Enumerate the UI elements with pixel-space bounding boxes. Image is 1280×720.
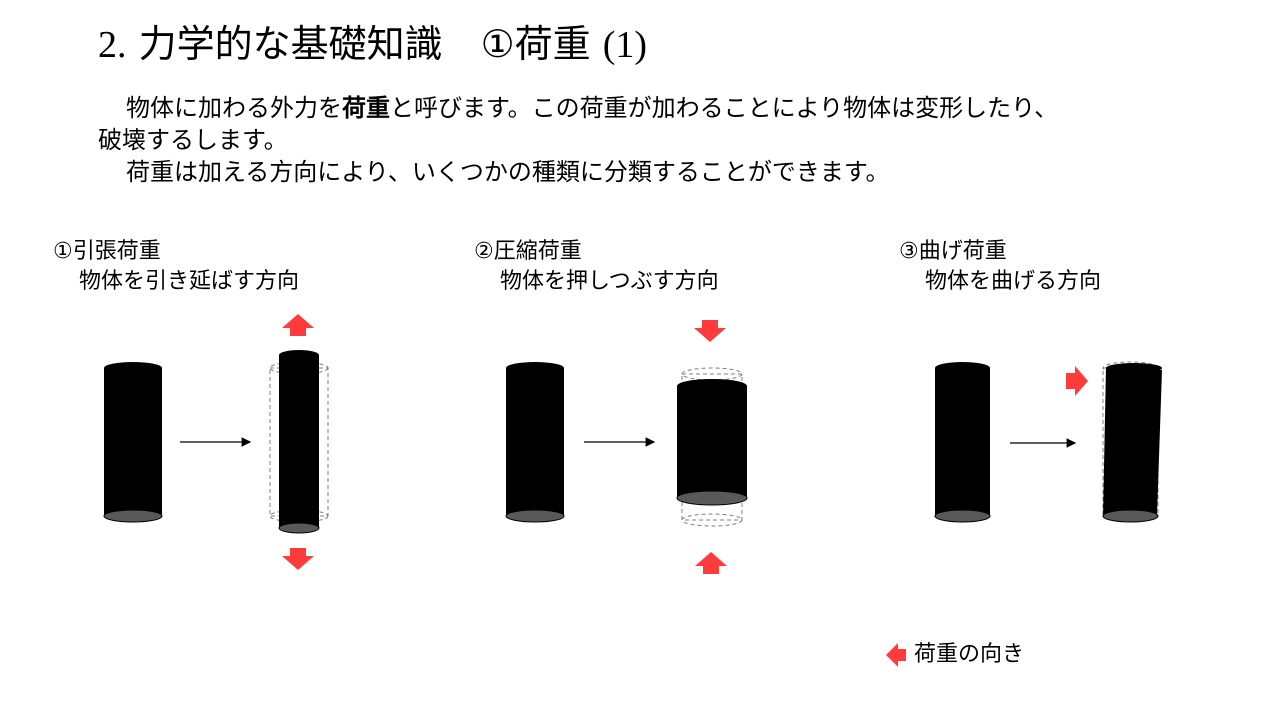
red-load-arrow-icon <box>886 643 906 667</box>
tensile-stretched-cylinder <box>278 350 320 534</box>
page-title: 2. 力学的な基礎知識 ①荷重 (1) <box>98 22 648 66</box>
legend: 荷重の向き <box>884 640 1024 670</box>
bending-original-cylinder <box>934 362 991 523</box>
intro-line-3: 荷重は加える方向により、いくつかの種類に分類することができます。 <box>126 158 890 186</box>
tensile-upward-load-arrow-icon <box>282 314 314 336</box>
compressive-load-heading: ②圧縮荷重 物体を押しつぶす方向 <box>474 239 719 294</box>
bending-load-heading: ③曲げ荷重 物体を曲げる方向 <box>899 239 1102 294</box>
compressive-upward-load-arrow-icon <box>695 552 727 574</box>
tensile-original-cylinder <box>103 362 163 523</box>
tensile-downward-load-arrow-icon <box>282 548 314 570</box>
tensile-load-heading: ①引張荷重 物体を引き延ばす方向 <box>53 239 300 294</box>
intro-line-2: 破壊するします。 <box>98 126 288 154</box>
intro-line-1: 物体に加わる外力を荷重と呼びます。この荷重が加わることにより物体は変形したり、 <box>126 94 1059 122</box>
compressive-original-cylinder <box>505 362 565 523</box>
keyword-load: 荷重 <box>342 94 390 122</box>
intro-text: 物体に加わる外力を荷重と呼びます。この荷重が加わることにより物体は変形したり、 … <box>98 92 1188 188</box>
compressive-downward-load-arrow-icon <box>694 320 726 342</box>
bending-rightward-load-arrow-icon <box>1066 366 1088 396</box>
compressive-squashed-cylinder <box>676 379 748 506</box>
bending-bent-cylinder <box>1102 363 1162 523</box>
legend-label: 荷重の向き <box>914 642 1025 667</box>
